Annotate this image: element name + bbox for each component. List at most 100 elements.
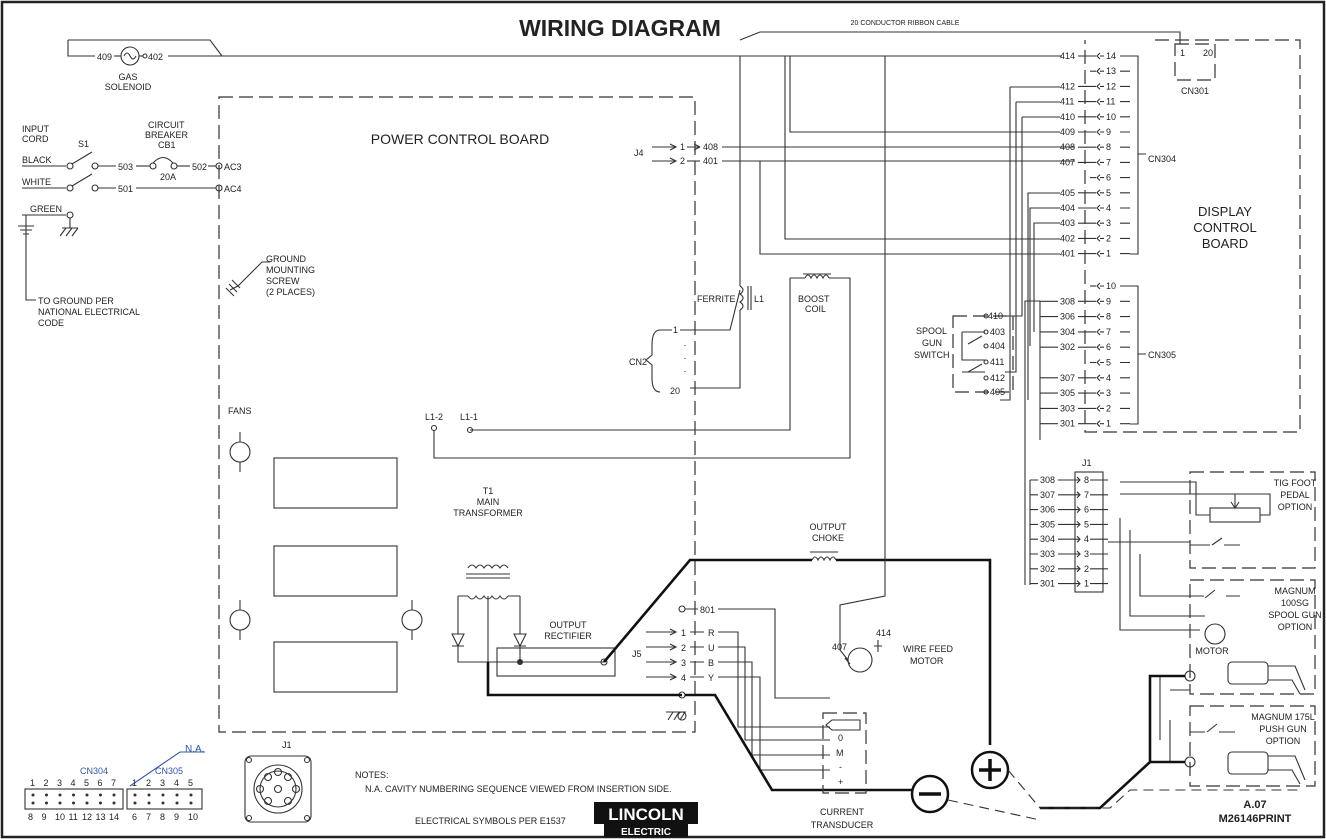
- display-board-line-3: BOARD: [1202, 236, 1248, 251]
- j1-pin-7: 7: [1084, 490, 1089, 500]
- j1-face-pin: [291, 784, 301, 794]
- ground-screw-label-1: GROUND: [266, 254, 306, 264]
- spool-wire-terminal: [983, 313, 989, 319]
- spool-switch-label-2: GUN: [922, 338, 942, 348]
- legend-cavity: [189, 801, 193, 805]
- legend-cavity: [161, 801, 165, 805]
- ac3-label: AC3: [224, 162, 242, 172]
- legend-cn304-top-3: 3: [57, 778, 62, 788]
- cn304-wire-402: 402: [1060, 233, 1075, 243]
- ground-note-1: TO GROUND PER: [38, 296, 114, 306]
- tig-pedal-box: [1189, 471, 1316, 569]
- j5-letter-r: R: [708, 628, 715, 638]
- legend-cavity: [85, 801, 89, 805]
- cn2-pin-1: 1: [673, 325, 678, 335]
- logo-line-1: LINCOLN: [608, 805, 684, 824]
- j1-connector-face: [244, 755, 312, 823]
- ground-screw-icon: [225, 261, 270, 297]
- spool-wire-terminal: [983, 343, 989, 349]
- transducer-pin-minus: -: [839, 762, 842, 772]
- legend-cn305-bottom-9: 9: [174, 812, 179, 822]
- cn301-box: [1174, 43, 1216, 81]
- cn305-pin-7: 7: [1106, 327, 1111, 337]
- legend-cn305-top-4: 4: [174, 778, 179, 788]
- mag100-label-1: MAGNUM: [1275, 586, 1316, 596]
- cn304-pin-3: 3: [1106, 218, 1111, 228]
- spool-wire-412: 412: [990, 373, 1005, 383]
- j1-face-pin: [273, 767, 283, 777]
- cn304-pin-mark: [1096, 67, 1130, 75]
- cn305-pin-mark: [1096, 313, 1130, 320]
- spool-switch-label-3: SWITCH: [914, 350, 950, 360]
- legend-cn304-bottom-9: 9: [42, 812, 47, 822]
- cn305-pin-4: 4: [1106, 373, 1111, 383]
- wire-feed-motor-icon: [847, 647, 873, 673]
- legend-cavity: [133, 801, 137, 805]
- legend-cavity: [72, 801, 75, 805]
- mag175-label-1: MAGNUM 175L: [1251, 712, 1315, 722]
- legend-cavity: [45, 793, 48, 797]
- j4-pin-2: 2: [680, 156, 685, 166]
- solenoid-label: SOLENOID: [105, 82, 152, 92]
- cn304-wire-403: 403: [1060, 218, 1075, 228]
- ferrite-icon: [739, 285, 752, 311]
- legend-cavity: [85, 793, 89, 797]
- legend-cn305-top-2: 2: [146, 778, 151, 788]
- cn305-pin-mark: [1096, 343, 1130, 351]
- ground-screw-label-2: MOUNTING: [266, 265, 315, 275]
- cn305-label: CN305: [1148, 350, 1176, 360]
- ground-screw-label-4: (2 PLACES): [266, 287, 315, 297]
- j1-wire-307: 307: [1040, 490, 1055, 500]
- cn304-402-401-harness: [759, 56, 1060, 255]
- legend-cn305-label: CN305: [155, 766, 183, 776]
- heatsink-1: [273, 457, 398, 509]
- j1-face-pin: [263, 796, 273, 806]
- output-choke-icon: [810, 551, 838, 562]
- output-terminals: [910, 750, 1300, 821]
- cn2-label: CN2: [629, 357, 647, 367]
- gas-label: GAS: [118, 72, 137, 82]
- breaker-rating: 20A: [160, 172, 176, 182]
- legend-cavity: [99, 801, 102, 805]
- j1-pin-mark: [1074, 565, 1108, 573]
- tig-label-2: PEDAL: [1280, 490, 1310, 500]
- cn304-pin-mark: [1096, 189, 1130, 197]
- legend-cavity: [175, 793, 179, 797]
- cn305-pin-10: 10: [1106, 281, 1116, 291]
- cn305-pin-1: 1: [1106, 419, 1111, 429]
- cn2-pin-20: 20: [670, 386, 680, 396]
- wire-502-label: 502: [192, 162, 207, 172]
- legend-cavity: [45, 801, 48, 805]
- spool-wire-404: 404: [990, 341, 1005, 351]
- legend-cavity: [99, 793, 102, 797]
- j1-pin-1: 1: [1084, 579, 1089, 589]
- gas-solenoid: 409 402 GAS SOLENOID: [67, 39, 1000, 92]
- j1-pin-mark: [1074, 491, 1108, 499]
- j1-pin-3: 3: [1084, 549, 1089, 559]
- j5-pin-4: 4: [681, 673, 686, 683]
- cn305-wire-304: 304: [1060, 327, 1075, 337]
- j1-pin-mark: [1074, 476, 1108, 484]
- j4-label: J4: [634, 148, 644, 158]
- cn304-pin-1: 1: [1106, 249, 1111, 259]
- legend-cn304-top-5: 5: [84, 778, 89, 788]
- boost-coil-icon: [803, 273, 831, 280]
- cn304-pin-7: 7: [1106, 157, 1111, 167]
- wire-feed-label-1: WIRE FEED: [903, 644, 954, 654]
- board-ground-icon: [666, 711, 686, 721]
- legend-cn304-bottom-14: 14: [109, 812, 119, 822]
- cn301-pin-20: 20: [1203, 48, 1213, 58]
- cn305-pin-mark: [1096, 328, 1130, 336]
- legend-cavity: [175, 801, 179, 805]
- cn304-pin-11: 11: [1106, 97, 1115, 107]
- transducer-pin-m: M: [836, 748, 844, 758]
- choke-label-2: CHOKE: [812, 533, 844, 543]
- j1-face-pin: [273, 784, 283, 794]
- spool-wire-411: 411: [990, 357, 1004, 367]
- spool-wire-terminal: [983, 359, 989, 365]
- legend-cavity: [133, 793, 137, 797]
- revision-code: A.07: [1243, 799, 1266, 811]
- notes: NOTES: N.A. CAVITY NUMBERING SEQUENCE VI…: [355, 770, 672, 826]
- j5-letter-y: Y: [708, 673, 714, 683]
- transducer-pin-plus: +: [838, 777, 843, 787]
